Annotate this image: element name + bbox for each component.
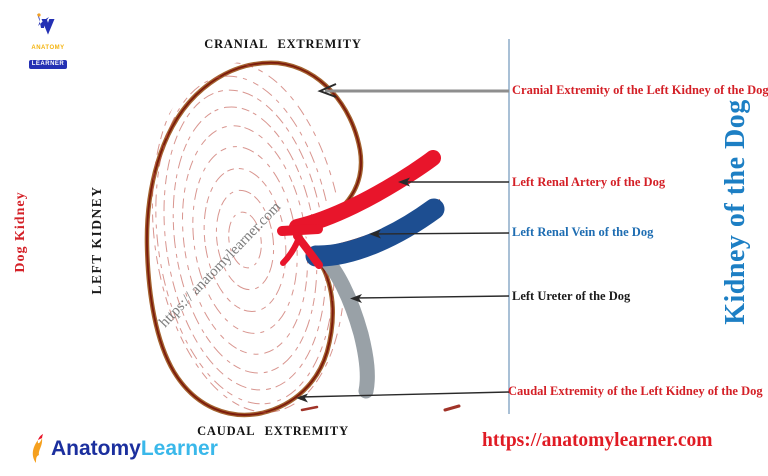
footer-brand-anatomy: Anatomy [51, 437, 141, 460]
annotation-label-caudal-extremity: Caudal Extremity of the Left Kidney of t… [508, 384, 763, 398]
annotation-label-renal-artery: Left Renal Artery of the Dog [512, 175, 666, 189]
logo-text-learner: LEARNER [28, 60, 68, 69]
cranial-extremity-caption: CRANIAL EXTREMITY [204, 37, 362, 51]
renal-vein-shape [305, 198, 445, 267]
annotation-arrow-vein [369, 229, 510, 239]
footer-brand-learner: Learner [140, 437, 218, 460]
ureter-shape [314, 248, 375, 399]
annotation-label-cranial-extremity: Cranial Extremity of the Left Kidney of … [512, 83, 768, 97]
logo-bird-icon [37, 13, 55, 35]
caudal-extremity-caption: CAUDAL EXTREMITY [197, 424, 349, 438]
site-url-link[interactable]: https://anatomylearner.com [482, 430, 713, 451]
logo-text-anatomy: ANATOMY [31, 45, 65, 51]
annotation-arrow-artery [398, 177, 509, 187]
annotation-label-renal-vein: Left Renal Vein of the Dog [512, 225, 654, 239]
footer-logo-figure-icon [32, 434, 43, 463]
annotation-arrow-cranial [317, 83, 509, 98]
anatomylearner-mini-logo: ANATOMY LEARNER [22, 12, 74, 70]
annotation-label-ureter: Left Ureter of the Dog [512, 289, 631, 303]
annotation-arrow-caudal [296, 391, 510, 403]
annotation-arrow-ureter [350, 294, 510, 303]
red-dash-marks [300, 404, 461, 412]
renal-artery-shape [289, 150, 441, 235]
renal-artery-branches [277, 224, 323, 269]
